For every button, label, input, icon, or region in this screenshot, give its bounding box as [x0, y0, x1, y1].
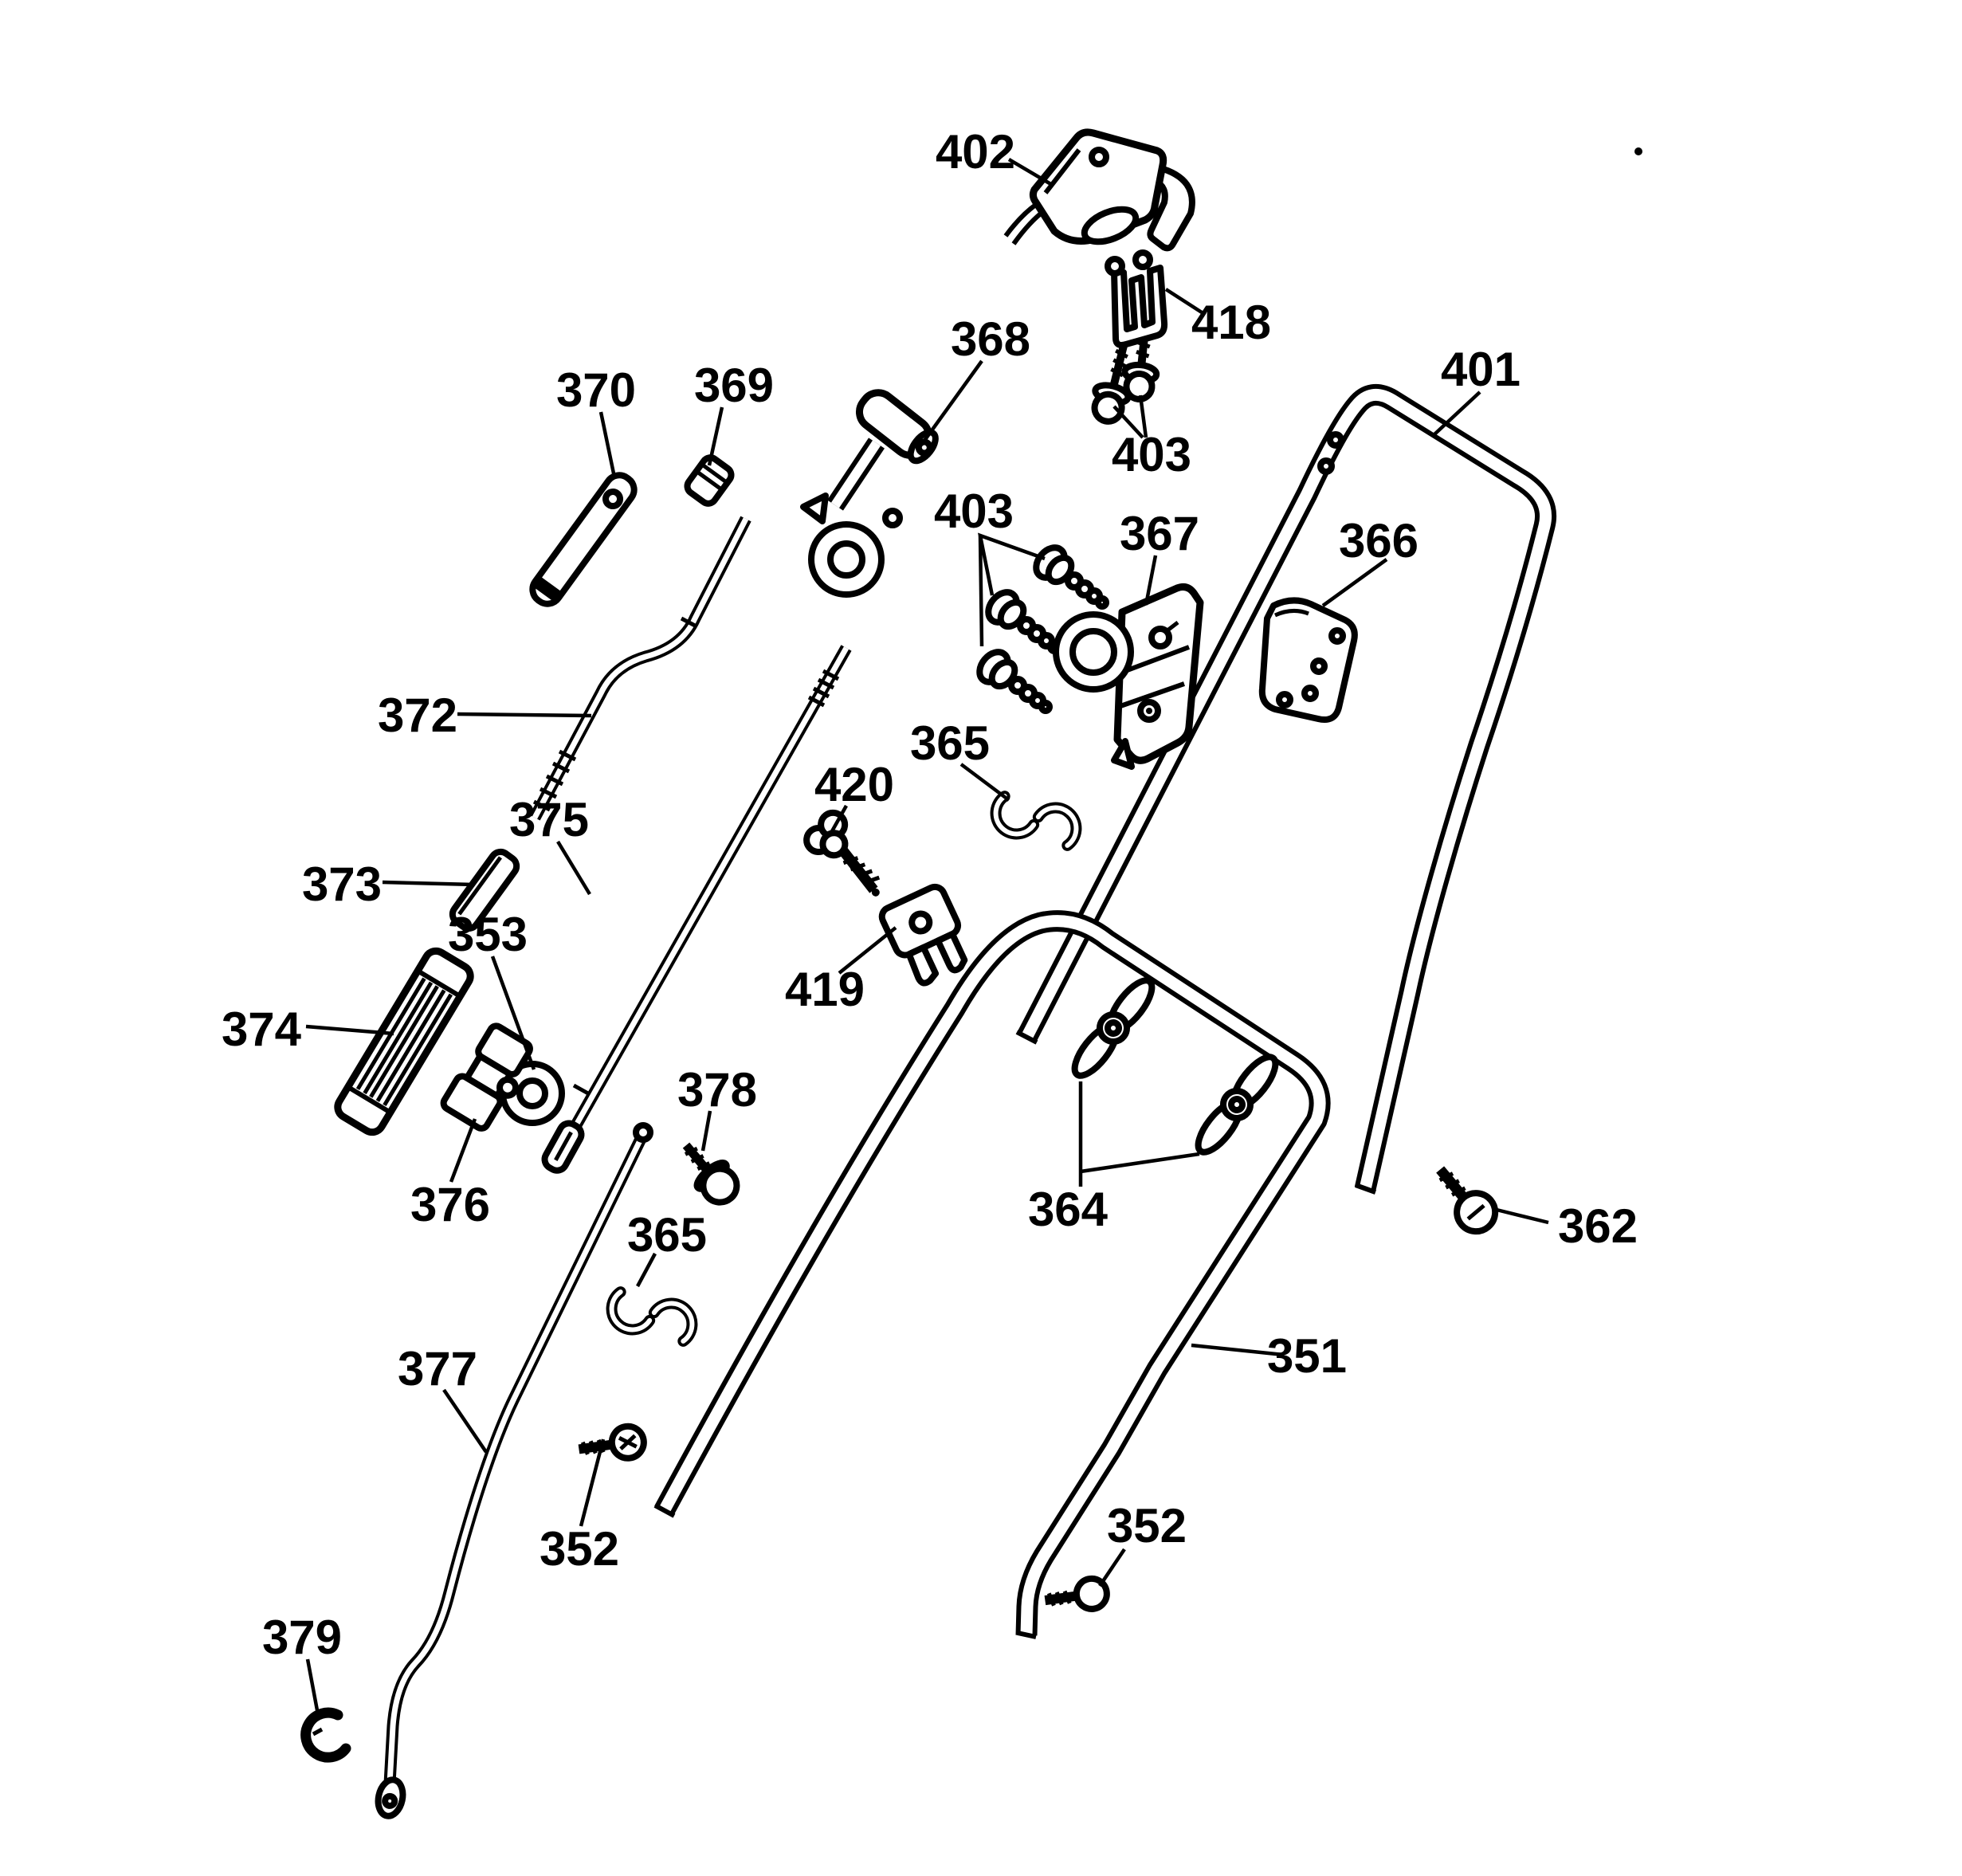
- leader-line-353: [490, 956, 536, 1070]
- part-label-418: 418: [1191, 296, 1271, 349]
- part-366-plate-drawing: [1258, 597, 1358, 723]
- part-375-rod-drawing: [541, 645, 852, 1174]
- part-label-365-lower: 365: [627, 1208, 707, 1262]
- leader-line-403-top: [1112, 405, 1144, 439]
- part-372-rod-drawing: [529, 516, 751, 821]
- leader-line-352-left: [579, 1438, 606, 1527]
- part-label-419: 419: [785, 963, 865, 1016]
- part-label-352-right: 352: [1107, 1499, 1187, 1552]
- leader-line-403-top-1: [1138, 394, 1148, 438]
- part-364-lower-knob-drawing: [1190, 1050, 1284, 1160]
- leader-line-403-mid-1: [978, 535, 984, 647]
- part-402-switch-drawing: [1003, 128, 1195, 252]
- part-label-369: 369: [694, 359, 774, 412]
- part-label-379: 379: [262, 1611, 342, 1664]
- part-label-375: 375: [509, 793, 589, 846]
- leader-line-367: [1144, 555, 1158, 606]
- leader-line-419: [838, 926, 897, 975]
- part-label-351: 351: [1267, 1329, 1347, 1383]
- part-374-grip-drawing: [334, 947, 474, 1136]
- part-label-366: 366: [1339, 514, 1419, 567]
- leader-line-352-right: [1098, 1548, 1126, 1588]
- part-label-368: 368: [951, 312, 1030, 366]
- part-351-lower-handle-drawing: [653, 910, 1331, 1639]
- part-label-402: 402: [936, 125, 1015, 179]
- part-365-upper-clamp-drawing: [991, 780, 1081, 861]
- leader-line-364-1: [1080, 1152, 1200, 1174]
- part-label-420: 420: [814, 758, 894, 811]
- part-label-372: 372: [378, 689, 457, 742]
- leader-line-365-lower: [636, 1252, 657, 1288]
- part-368-lever-drawing: [800, 389, 939, 598]
- part-365-lower-clamp-drawing: [607, 1276, 697, 1357]
- leader-line-418: [1164, 288, 1203, 314]
- part-401-upper-handle-drawing: [1015, 383, 1556, 1195]
- leader-line-379: [305, 1658, 320, 1711]
- part-370-strip-drawing: [529, 472, 638, 607]
- leader-line-401: [1433, 391, 1481, 436]
- leader-line-368: [920, 359, 983, 445]
- part-label-374: 374: [222, 1003, 302, 1056]
- leader-line-370: [598, 411, 616, 474]
- part-369-bushing-drawing: [684, 454, 735, 507]
- leader-line-402: [1007, 158, 1055, 187]
- print-dot: [1634, 147, 1642, 155]
- part-label-352-left: 352: [540, 1522, 619, 1576]
- part-label-365-upper: 365: [910, 716, 990, 770]
- leader-line-366: [1321, 558, 1388, 607]
- part-label-364: 364: [1028, 1183, 1109, 1236]
- leader-line-362: [1496, 1207, 1549, 1225]
- part-label-377: 377: [398, 1342, 477, 1395]
- part-352-left-screw-drawing: [578, 1423, 647, 1462]
- part-373-pin-drawing: [449, 848, 520, 932]
- part-label-362: 362: [1558, 1199, 1638, 1253]
- part-label-373: 373: [302, 858, 382, 911]
- leader-line-377: [442, 1388, 488, 1454]
- part-label-401: 401: [1441, 343, 1521, 396]
- leader-line-376: [449, 1118, 477, 1183]
- part-352-right-screw-drawing: [1044, 1575, 1110, 1612]
- part-367-bracket-drawing: [1053, 583, 1204, 770]
- part-376-coupler-drawing: [440, 1022, 533, 1132]
- leader-line-374: [305, 1024, 394, 1036]
- part-label-353: 353: [448, 908, 528, 961]
- part-418-bracket-drawing: [1105, 249, 1168, 348]
- part-label-403-mid: 403: [934, 485, 1014, 538]
- part-label-370: 370: [556, 363, 636, 417]
- part-label-378: 378: [677, 1063, 757, 1117]
- part-420-bolt-drawing: [803, 809, 881, 897]
- part-364-upper-knob-drawing: [1066, 973, 1160, 1083]
- part-label-376: 376: [410, 1178, 490, 1231]
- part-403-top-screws-drawing: [1091, 326, 1160, 425]
- leader-line-372: [457, 712, 592, 718]
- part-419-clip-drawing: [878, 883, 968, 987]
- part-377-rod-drawing: [375, 1122, 653, 1819]
- leader-line-365-upper: [959, 763, 1010, 802]
- part-379-eclip-drawing: [300, 1707, 351, 1763]
- leader-line-369: [707, 406, 724, 466]
- leader-line-378: [700, 1110, 712, 1152]
- leader-line-373: [382, 880, 475, 887]
- part-label-403-top: 403: [1112, 428, 1191, 481]
- leader-line-375: [556, 840, 591, 896]
- leader-line-351: [1191, 1343, 1285, 1357]
- leader-line-420: [830, 804, 848, 833]
- part-362-bolt-drawing: [1436, 1166, 1499, 1235]
- labels-layer: 402 418 403 401 368 370 369 403 367 366 372 375 373 3…: [222, 125, 1638, 1711]
- part-label-367: 367: [1120, 507, 1199, 560]
- part-378-screw-drawing: [682, 1142, 740, 1206]
